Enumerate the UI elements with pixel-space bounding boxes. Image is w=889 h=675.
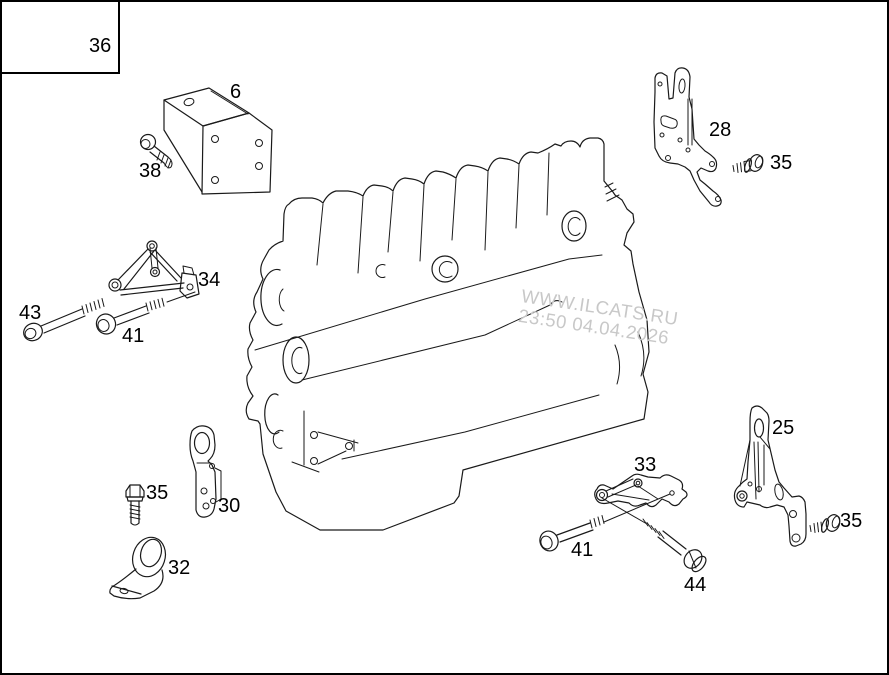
inset-box-cable-tie bbox=[2, 2, 120, 74]
bolt-41-bottom-drawing bbox=[537, 516, 604, 554]
bracket-25-drawing bbox=[734, 406, 806, 546]
bolt-35-right-drawing bbox=[810, 513, 842, 533]
callout-35-top: 35 bbox=[770, 152, 793, 174]
callout-41-left: 41 bbox=[122, 325, 145, 347]
callout-35-right: 35 bbox=[840, 510, 863, 532]
bracket-34-drawing bbox=[109, 241, 199, 298]
callout-44: 44 bbox=[684, 574, 707, 596]
callout-6: 6 bbox=[230, 81, 242, 103]
callout-30: 30 bbox=[218, 495, 241, 517]
callout-36: 36 bbox=[89, 35, 112, 57]
callout-33: 33 bbox=[634, 454, 657, 476]
callout-41-bottom: 41 bbox=[571, 539, 594, 561]
engine-block-drawing bbox=[246, 138, 649, 530]
bracket-28-drawing bbox=[654, 68, 721, 206]
callout-34: 34 bbox=[198, 269, 221, 291]
bracket-33-drawing bbox=[595, 474, 687, 524]
callout-43: 43 bbox=[19, 302, 42, 324]
bolt-44-drawing bbox=[643, 519, 709, 574]
callout-25: 25 bbox=[772, 417, 795, 439]
bracket-6-drawing bbox=[164, 88, 272, 194]
bolt-38-drawing bbox=[141, 135, 173, 169]
callout-38: 38 bbox=[139, 160, 162, 182]
callout-28: 28 bbox=[709, 119, 732, 141]
callout-35-left: 35 bbox=[146, 482, 169, 504]
bracket-32-drawing bbox=[110, 533, 171, 599]
bolt-41-left-drawing bbox=[94, 292, 195, 337]
callout-32: 32 bbox=[168, 557, 191, 579]
bolt-35-left-drawing bbox=[126, 485, 144, 525]
bolt-43-drawing bbox=[21, 299, 104, 344]
bolt-35-top-drawing bbox=[733, 153, 765, 173]
bracket-30-drawing bbox=[190, 426, 221, 517]
